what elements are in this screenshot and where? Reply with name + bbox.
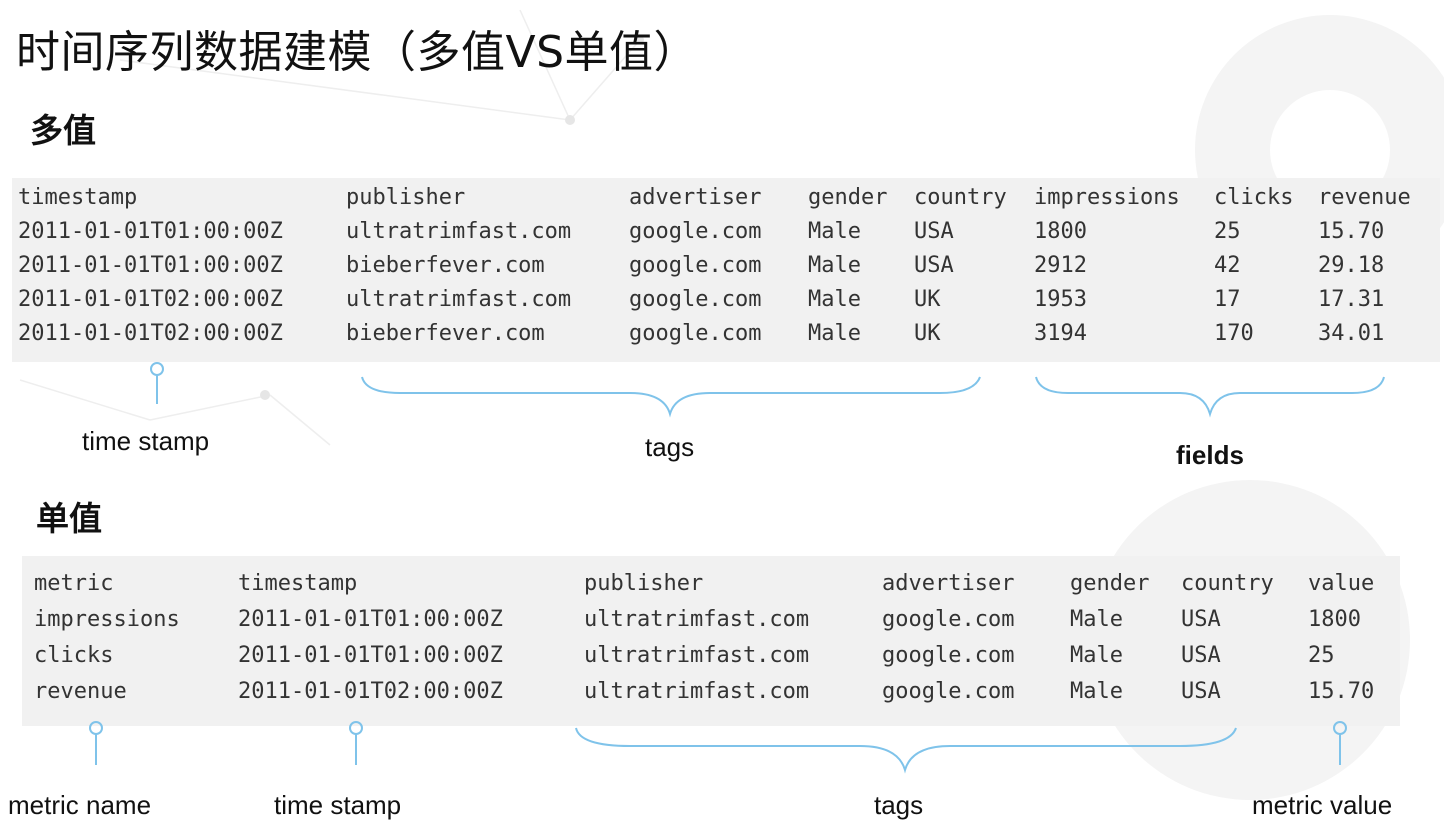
table-cell: 29.18 — [1318, 253, 1385, 278]
table-row: impressions 2011-01-01T01:00:00Z ultratrim… — [22, 603, 1400, 637]
column-header: timestamp — [238, 571, 358, 596]
column-header: publisher — [346, 185, 466, 210]
table-cell: ultratrimfast.com — [346, 287, 572, 312]
timestamp-annotation: time stamp — [274, 790, 402, 820]
table-cell: clicks — [34, 643, 114, 668]
table-cell: google.com — [882, 607, 1015, 632]
column-header: timestamp — [18, 185, 138, 210]
table-header-row: metric timestamp publisher advertiser gender… — [22, 567, 1400, 601]
single-section-label: 单值 — [36, 499, 102, 538]
column-header: advertiser — [882, 571, 1015, 596]
column-header: advertiser — [629, 185, 762, 210]
table-cell: 1953 — [1034, 287, 1087, 312]
table-cell: USA — [1181, 607, 1221, 632]
table-cell: 1800 — [1308, 607, 1361, 632]
metric-name-annotation: metric name — [8, 790, 152, 820]
table-row: 2011-01-01T02:00:00Z ultratrimfast.com goo… — [12, 283, 1440, 317]
table-cell: USA — [1181, 679, 1221, 704]
tags-annotation: tags — [645, 432, 695, 462]
table-cell: 170 — [1214, 321, 1254, 346]
metric-value-annotation: metric value — [1252, 790, 1393, 820]
table-cell: 2011-01-01T02:00:00Z — [18, 321, 283, 346]
table-cell: 17.31 — [1318, 287, 1385, 312]
table-row: clicks 2011-01-01T01:00:00Z ultratrimfast.… — [22, 639, 1400, 673]
table-cell: revenue — [34, 679, 127, 704]
column-header: country — [1181, 571, 1274, 596]
table-cell: 17 — [1214, 287, 1241, 312]
table-cell: 2912 — [1034, 253, 1087, 278]
page-title: 时间序列数据建模（多值VS单值） — [16, 27, 699, 78]
table-cell: bieberfever.com — [346, 321, 545, 346]
table-cell: 2011-01-01T01:00:00Z — [238, 607, 503, 632]
table-cell: ultratrimfast.com — [584, 679, 810, 704]
table-row: 2011-01-01T01:00:00Z ultratrimfast.com goo… — [12, 215, 1440, 249]
table-cell: 2011-01-01T01:00:00Z — [18, 253, 283, 278]
column-header: revenue — [1318, 185, 1411, 210]
column-header: clicks — [1214, 185, 1294, 210]
table-cell: USA — [914, 253, 954, 278]
table-cell: Male — [1070, 643, 1123, 668]
table-cell: Male — [808, 321, 861, 346]
column-header: value — [1308, 571, 1375, 596]
column-header: country — [914, 185, 1007, 210]
table-cell: ultratrimfast.com — [584, 643, 810, 668]
table-cell: ultratrimfast.com — [584, 607, 810, 632]
table-cell: 42 — [1214, 253, 1241, 278]
table-cell: 25 — [1214, 219, 1241, 244]
table-cell: USA — [914, 219, 954, 244]
single-value-table: metric timestamp publisher advertiser gender… — [22, 556, 1400, 726]
table-cell: Male — [1070, 679, 1123, 704]
table-cell: google.com — [882, 643, 1015, 668]
table-cell: google.com — [882, 679, 1015, 704]
column-header: metric — [34, 571, 114, 596]
table-cell: 2011-01-01T01:00:00Z — [238, 643, 503, 668]
table-header-row: timestamp publisher advertiser gender countr… — [12, 181, 1440, 215]
table-cell: 2011-01-01T02:00:00Z — [238, 679, 503, 704]
table-cell: UK — [914, 321, 941, 346]
table-row: 2011-01-01T02:00:00Z bieberfever.com googl… — [12, 317, 1440, 351]
table-cell: UK — [914, 287, 941, 312]
table-cell: 15.70 — [1308, 679, 1375, 704]
column-header: impressions — [1034, 185, 1180, 210]
table-row: 2011-01-01T01:00:00Z bieberfever.com googl… — [12, 249, 1440, 283]
table-cell: USA — [1181, 643, 1221, 668]
fields-annotation: fields — [1176, 440, 1244, 470]
table-cell: google.com — [629, 253, 762, 278]
table-cell: google.com — [629, 321, 762, 346]
column-header: gender — [808, 185, 888, 210]
multi-section-label: 多值 — [30, 111, 96, 150]
table-cell: ultratrimfast.com — [346, 219, 572, 244]
table-cell: 2011-01-01T01:00:00Z — [18, 219, 283, 244]
table-cell: 2011-01-01T02:00:00Z — [18, 287, 283, 312]
table-cell: 25 — [1308, 643, 1335, 668]
table-cell: 34.01 — [1318, 321, 1385, 346]
table-cell: google.com — [629, 219, 762, 244]
timestamp-annotation: time stamp — [82, 426, 210, 456]
table-cell: google.com — [629, 287, 762, 312]
multi-value-table: timestamp publisher advertiser gender countr… — [12, 178, 1440, 362]
column-header: gender — [1070, 571, 1150, 596]
table-cell: bieberfever.com — [346, 253, 545, 278]
table-cell: Male — [808, 287, 861, 312]
table-row: revenue 2011-01-01T02:00:00Z ultratrimfast… — [22, 675, 1400, 709]
column-header: publisher — [584, 571, 704, 596]
table-cell: 1800 — [1034, 219, 1087, 244]
table-cell: impressions — [34, 607, 180, 632]
table-cell: 15.70 — [1318, 219, 1385, 244]
table-cell: Male — [1070, 607, 1123, 632]
tags-annotation: tags — [874, 790, 924, 820]
table-cell: Male — [808, 219, 861, 244]
table-cell: Male — [808, 253, 861, 278]
table-cell: 3194 — [1034, 321, 1087, 346]
